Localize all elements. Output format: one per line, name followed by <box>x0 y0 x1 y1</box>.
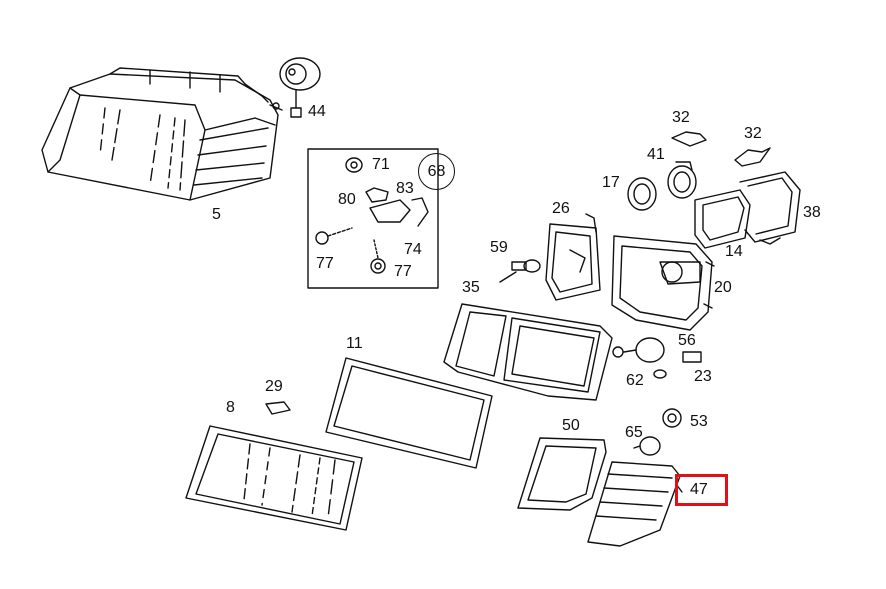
callout-part-77-right: 77 <box>394 263 412 280</box>
callout-part-44: 44 <box>308 103 326 120</box>
callout-part-68-circle: 68 <box>418 153 455 190</box>
bulb-part-59 <box>499 259 541 283</box>
reflector-holder-part-26 <box>545 213 601 301</box>
corner-lamp-part-47 <box>587 461 683 547</box>
callout-part-14: 14 <box>725 243 743 260</box>
socket-and-bulb-53-65 <box>633 408 682 456</box>
headlamp-insert-part-20 <box>611 235 715 331</box>
callout-part-23: 23 <box>694 368 712 385</box>
callout-part-68: 68 <box>427 162 446 180</box>
callout-part-32-left: 32 <box>672 109 690 126</box>
callout-part-26: 26 <box>552 200 570 217</box>
callout-part-35: 35 <box>462 279 480 296</box>
callout-part-47[interactable]: 47 <box>690 481 708 498</box>
callout-part-50: 50 <box>562 417 580 434</box>
callout-part-11: 11 <box>346 335 363 352</box>
callout-part-59: 59 <box>490 239 508 256</box>
callout-part-65: 65 <box>625 424 643 441</box>
callout-part-77-left: 77 <box>316 255 334 272</box>
callout-part-80: 80 <box>338 191 356 208</box>
callout-part-20: 20 <box>714 279 732 296</box>
callout-part-17: 17 <box>602 174 620 191</box>
callout-part-71: 71 <box>372 156 390 173</box>
lens-part-8 <box>185 425 363 531</box>
highlighted-part-box[interactable] <box>675 474 728 506</box>
callout-part-5: 5 <box>212 206 221 223</box>
corner-gasket-part-50 <box>517 437 607 511</box>
gasket-part-11 <box>325 357 493 469</box>
callout-part-74: 74 <box>404 241 422 258</box>
callout-part-83: 83 <box>396 180 414 197</box>
bulb-retainers-group <box>627 131 801 249</box>
callout-part-53: 53 <box>690 413 708 430</box>
callout-part-56: 56 <box>678 332 696 349</box>
adjuster-part-44 <box>279 57 321 118</box>
callout-part-41: 41 <box>647 146 665 163</box>
clip-part-29 <box>265 401 291 415</box>
bulbs-56-62-23 <box>612 337 702 379</box>
callout-part-38: 38 <box>803 204 821 221</box>
callout-part-32-right: 32 <box>744 125 762 142</box>
callout-part-62: 62 <box>626 372 644 389</box>
headlamp-assembly-part-5 <box>41 67 283 201</box>
callout-part-29: 29 <box>265 378 283 395</box>
hardware-kit-box <box>307 148 439 289</box>
lens-frame-part-35 <box>443 303 613 401</box>
callout-part-8: 8 <box>226 399 235 416</box>
